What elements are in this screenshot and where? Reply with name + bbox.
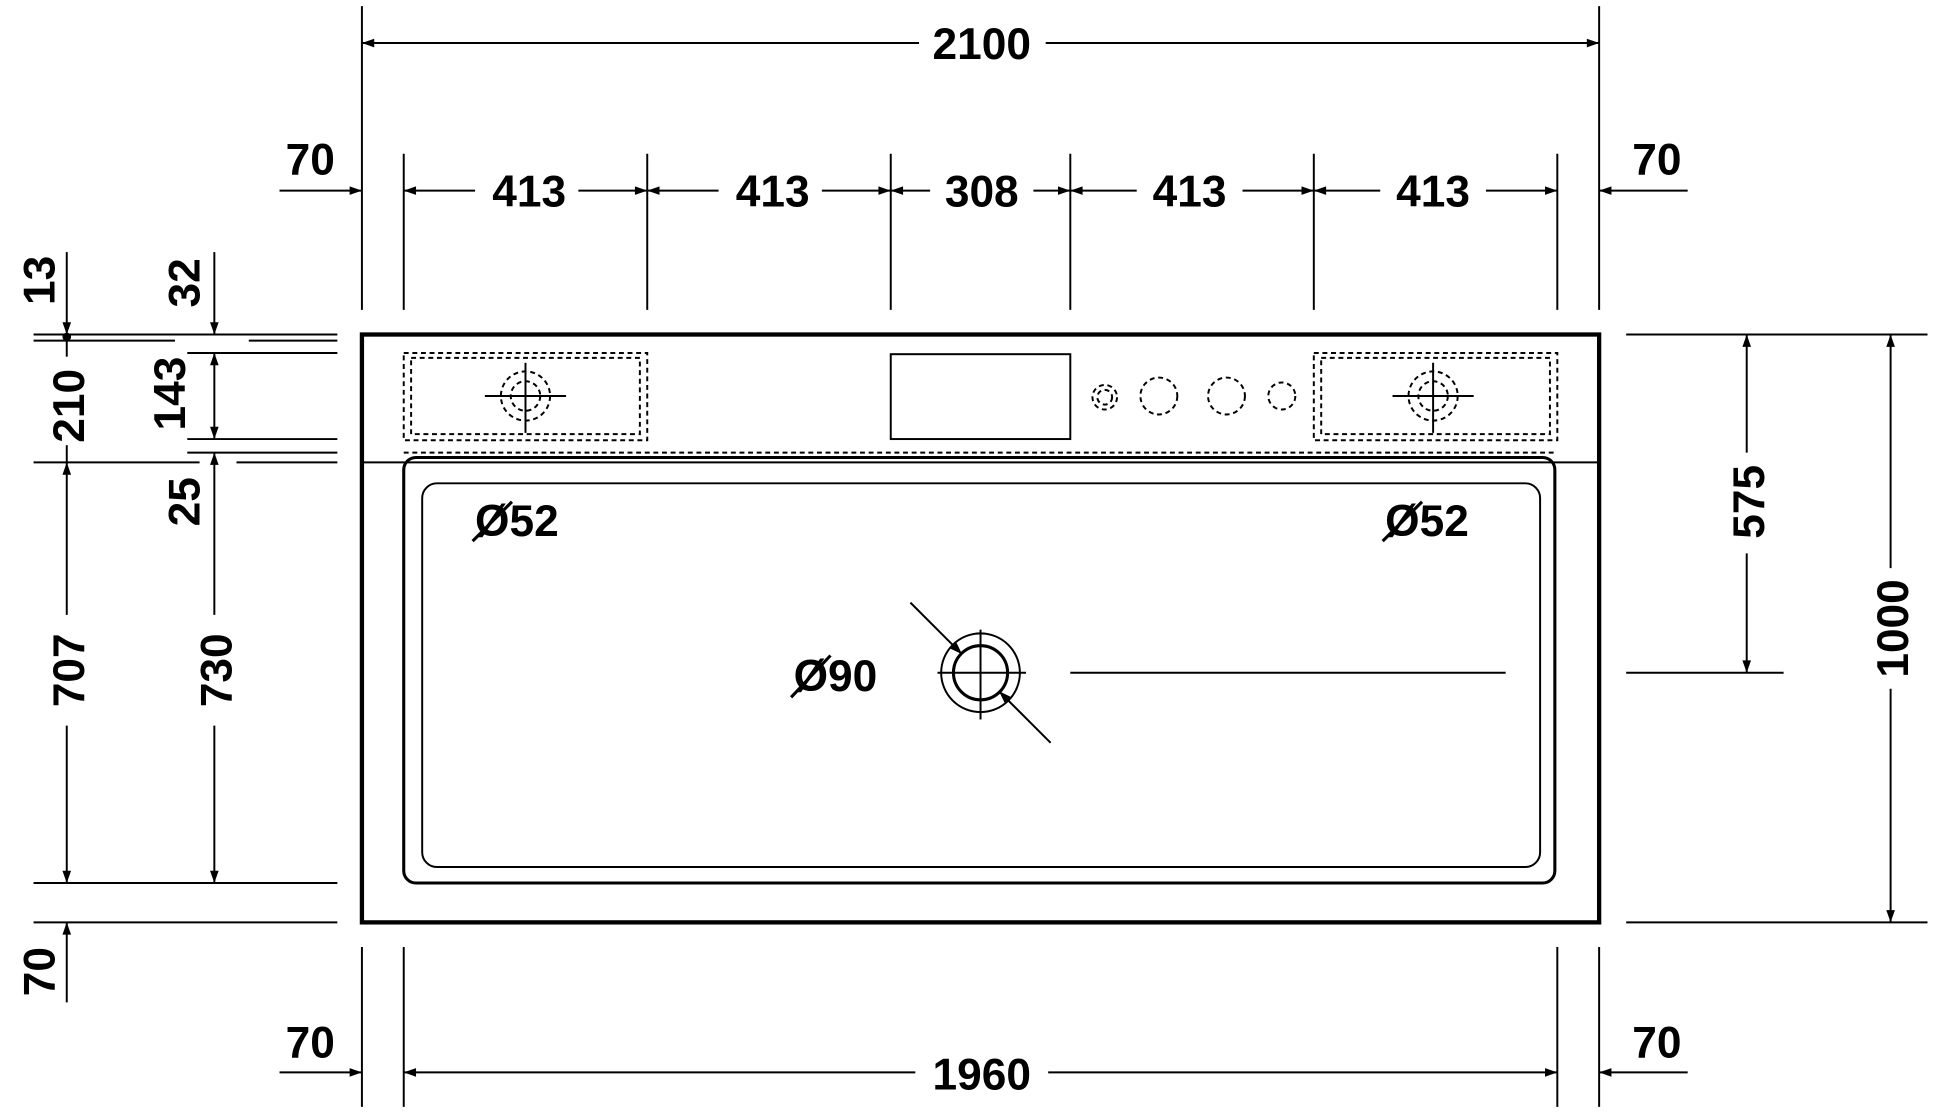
left-dimensions: 13 210 707 70 32 143 25 730 [15, 252, 338, 1003]
tap-hole-right [1392, 362, 1474, 433]
top-dimensions: 2100 70 70 413 413 308 413 413 [279, 6, 1688, 310]
dim-segment-2: 413 [736, 168, 810, 217]
dim-top-margin-left: 70 [286, 136, 335, 185]
dim-segment-1: 413 [492, 168, 566, 217]
dim-overall-width: 2100 [933, 20, 1031, 69]
dim-rim-offset: 13 [15, 256, 64, 305]
dim-overall-depth: 1000 [1869, 579, 1918, 677]
right-dimensions: 575 1000 [1626, 333, 1928, 924]
bottom-dimensions: 1960 70 70 [279, 946, 1688, 1107]
dim-tray-offset: 32 [161, 258, 210, 307]
dim-shelf-depth: 210 [45, 369, 94, 443]
dim-bottom-margin-left: 70 [286, 1019, 335, 1068]
dim-basin-depth-outer: 707 [45, 633, 94, 707]
dim-basin-depth-inner: 730 [193, 633, 242, 707]
dim-top-margin-right: 70 [1632, 136, 1681, 185]
label-drain-diameter: Ø90 [794, 652, 878, 701]
dim-drain-offset: 575 [1725, 465, 1774, 539]
dim-segment-4: 413 [1153, 168, 1227, 217]
drain [909, 601, 1506, 744]
dim-bottom-margin-right: 70 [1632, 1019, 1681, 1068]
dim-segment-5: 413 [1396, 168, 1470, 217]
dim-inner-width: 1960 [933, 1051, 1031, 1100]
dim-tray-depth: 143 [146, 357, 195, 431]
accessory-holes [1091, 376, 1297, 416]
dim-bottom-rim: 70 [15, 947, 64, 996]
label-tap-left-diameter: Ø52 [475, 497, 559, 546]
dim-segment-3: 308 [945, 168, 1019, 217]
label-tap-right-diameter: Ø52 [1385, 497, 1469, 546]
diameter-labels: Ø52 Ø52 Ø90 [471, 497, 1469, 701]
dim-gap: 25 [161, 477, 210, 526]
basin-outline [359, 332, 1602, 925]
tap-hole-left [484, 362, 567, 433]
